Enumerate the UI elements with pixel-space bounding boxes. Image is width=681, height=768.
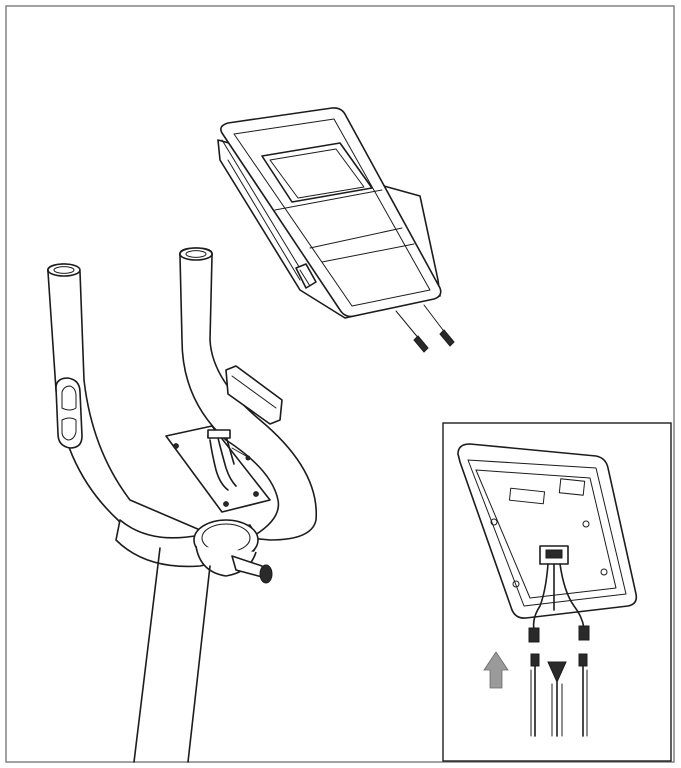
mounting-plate xyxy=(165,425,271,513)
console-screen-inner xyxy=(269,148,365,199)
left-pulse-sensor xyxy=(55,377,83,449)
console-edge-2 xyxy=(227,159,301,281)
cable-connector-icon-2 xyxy=(578,625,590,641)
right-sensor-line xyxy=(231,375,277,409)
console-divider-1 xyxy=(274,189,383,211)
lower-connector-left xyxy=(530,653,540,667)
back-hole-3 xyxy=(512,580,520,588)
up-arrow-icon xyxy=(483,651,509,689)
back-hole-2 xyxy=(582,520,590,528)
clamp-knob xyxy=(259,564,273,584)
wire-bundle-1 xyxy=(209,439,229,491)
lower-connector-right xyxy=(578,653,588,667)
back-port-socket xyxy=(545,549,563,559)
inset-detail xyxy=(442,422,672,762)
screw-1 xyxy=(413,335,429,353)
screw-icon xyxy=(395,304,455,353)
outer-frame xyxy=(5,5,675,763)
right-pulse-sensor xyxy=(225,365,283,425)
screw-guide-1 xyxy=(395,310,421,341)
console-back-outer xyxy=(457,443,638,619)
plate-hole-3 xyxy=(253,491,259,497)
wire-connector-top xyxy=(207,429,231,439)
console-bevel xyxy=(233,118,431,307)
console-edge-1 xyxy=(221,139,305,276)
right-grip-end-inner xyxy=(185,250,207,258)
left-sensor-top xyxy=(61,385,77,411)
lower-connector-center xyxy=(547,661,567,684)
handlebar-icon xyxy=(46,247,318,568)
screw-guide-2 xyxy=(423,304,447,335)
console-tab xyxy=(295,263,317,289)
console-divider-2 xyxy=(309,227,403,249)
wire-branch xyxy=(231,447,247,457)
right-grip-end xyxy=(179,247,213,261)
console-back-recess xyxy=(475,469,617,599)
wire-end xyxy=(245,455,251,461)
left-sensor-bottom xyxy=(61,417,77,441)
post-right-edge xyxy=(187,565,211,763)
back-cable-right xyxy=(559,563,585,629)
back-cable-left xyxy=(532,563,549,631)
wire-bundle-2 xyxy=(217,437,237,487)
back-slot-2 xyxy=(558,478,586,496)
post-left-edge xyxy=(133,547,161,763)
console-tab-line xyxy=(299,269,311,287)
console-divider-3 xyxy=(321,243,415,263)
left-grip-end xyxy=(47,263,81,277)
console-unit-icon xyxy=(217,107,442,319)
left-grip-end-inner xyxy=(53,266,75,274)
console-back-inner xyxy=(467,459,627,607)
seat-post-clamp xyxy=(133,519,273,763)
back-slot-1 xyxy=(508,487,546,505)
back-hole-1 xyxy=(490,518,498,526)
cable-connector-icon xyxy=(528,627,540,643)
back-hole-4 xyxy=(600,568,608,576)
plate-hole-1 xyxy=(173,443,179,449)
screw-2 xyxy=(439,329,455,347)
mounting-plate-body xyxy=(165,425,271,513)
plate-hole-4 xyxy=(223,501,229,507)
